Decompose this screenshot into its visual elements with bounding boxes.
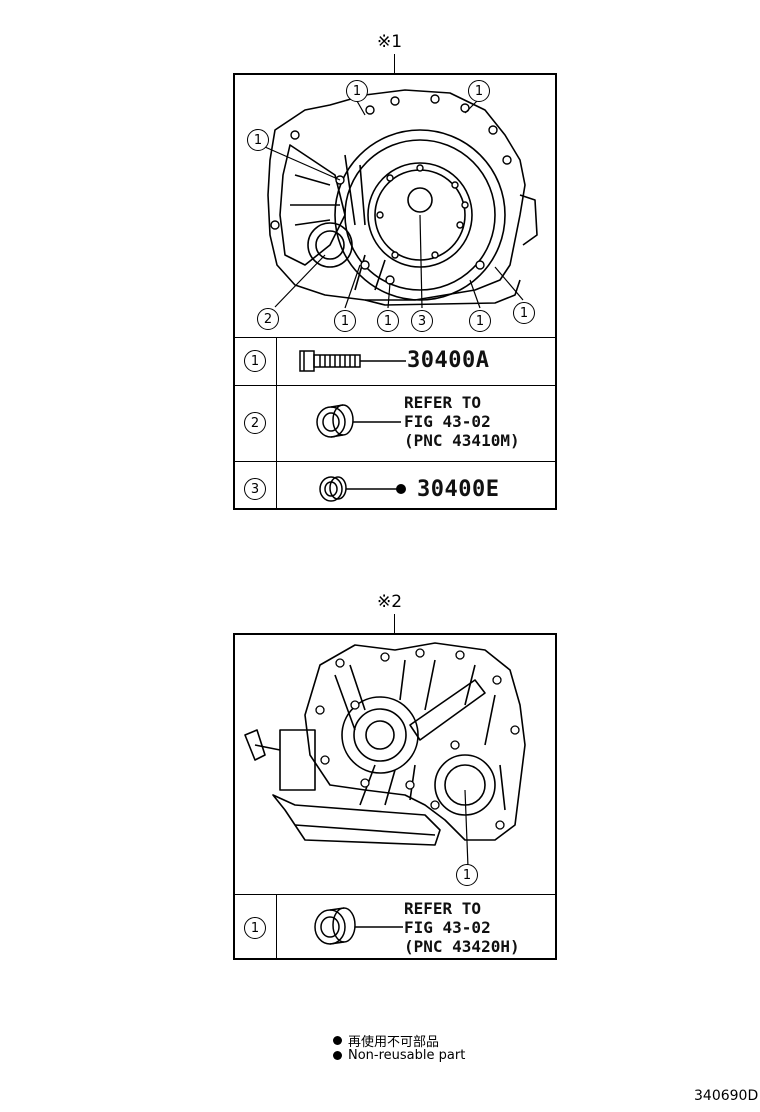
panel-1-frame: [233, 73, 557, 510]
callout-1: 1: [346, 80, 368, 102]
reference-line-2: FIG 43-02: [404, 412, 491, 431]
non-reusable-dot-icon: [333, 1051, 342, 1060]
transaxle-housing-front-illustration: [264, 89, 538, 309]
callout-1: 1: [456, 864, 478, 886]
row-number: 1: [244, 350, 266, 372]
legend-text-english: Non-reusable part: [348, 1048, 466, 1063]
callout-1: 1: [377, 310, 399, 332]
table-column-divider: [276, 894, 277, 960]
table-divider: [233, 461, 557, 462]
reference-line-3: (PNC 43420H): [404, 937, 520, 956]
panel-1-label: ※1: [377, 32, 403, 52]
table-divider: [233, 894, 557, 895]
row-number: 2: [244, 412, 266, 434]
bolt-icon: [299, 350, 406, 372]
callout-1: 1: [334, 310, 356, 332]
transaxle-side-illustration: [244, 642, 526, 868]
panel-2-label: ※2: [377, 592, 403, 612]
reference-line-2: FIG 43-02: [404, 918, 491, 937]
oil-seal-icon: [319, 476, 406, 502]
row-number: 3: [244, 478, 266, 500]
table-divider: [233, 385, 557, 386]
reference-line-1: REFER TO: [404, 899, 482, 918]
panel-2-leader: [394, 614, 395, 633]
row-number: 1: [244, 917, 266, 939]
non-reusable-dot-icon: [333, 1036, 342, 1045]
part-number-30400E: 30400E: [417, 477, 500, 502]
figure-id: 340690D: [694, 1088, 759, 1104]
callout-1: 1: [513, 302, 535, 324]
callout-1: 1: [469, 310, 491, 332]
legend-japanese: 再使用不可部品: [333, 1031, 439, 1050]
oil-seal-icon: [316, 404, 401, 438]
legend-english: Non-reusable part: [333, 1048, 465, 1063]
callout-1: 1: [468, 80, 490, 102]
callout-1: 1: [247, 129, 269, 151]
legend-text-japanese: 再使用不可部品: [348, 1035, 440, 1050]
reference-line-1: REFER TO: [404, 393, 482, 412]
callout-3: 3: [411, 310, 433, 332]
callout-2: 2: [257, 308, 279, 330]
table-divider: [233, 337, 557, 338]
panel-1-leader: [394, 54, 395, 73]
table-column-divider: [276, 337, 277, 510]
reference-line-3: (PNC 43410M): [404, 431, 520, 450]
oil-seal-icon: [314, 907, 403, 945]
part-number-30400A: 30400A: [407, 348, 490, 373]
